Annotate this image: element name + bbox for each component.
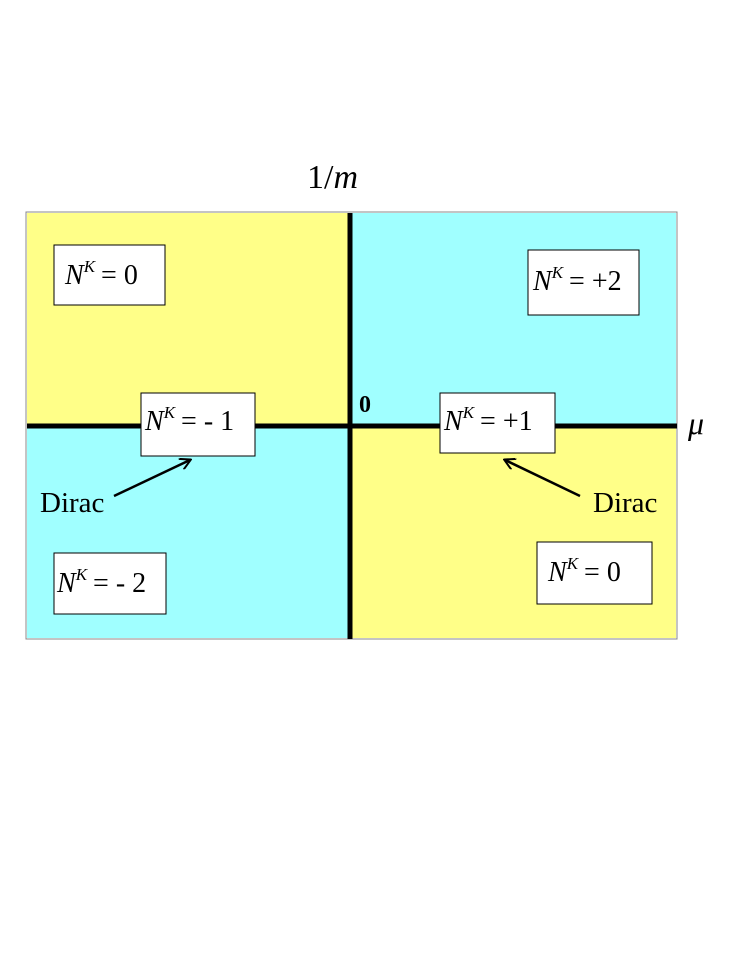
label-axis-left: NK= - 1: [140, 392, 256, 457]
svg-text:NK= - 2: NK= - 2: [56, 565, 146, 599]
label-bottom-right: NK= 0: [536, 541, 653, 605]
svg-text:NK= +2: NK= +2: [532, 263, 622, 297]
left-dirac-annotation: Dirac: [40, 487, 104, 519]
svg-text:NK= +1: NK= +1: [443, 403, 533, 437]
origin-label: 0: [359, 392, 371, 418]
left-dirac-arrow: [113, 460, 190, 498]
right-dirac-arrow: [505, 460, 581, 498]
svg-text:NK= - 1: NK= - 1: [144, 403, 234, 437]
label-bottom-left: NK= - 2: [53, 552, 167, 615]
region-bottom-right: [350, 426, 676, 638]
svg-text:NK= 0: NK= 0: [547, 554, 621, 588]
svg-text:NK= 0: NK= 0: [64, 257, 138, 291]
label-top-left: NK= 0: [53, 244, 166, 306]
vertical-axis-label: 1/m: [307, 159, 358, 196]
label-axis-right: NK= +1: [439, 392, 556, 454]
region-top-right: [350, 213, 676, 426]
label-top-right: NK= +2: [527, 249, 640, 316]
right-dirac-annotation: Dirac: [593, 487, 657, 519]
horizontal-axis-label: μ: [687, 405, 704, 441]
